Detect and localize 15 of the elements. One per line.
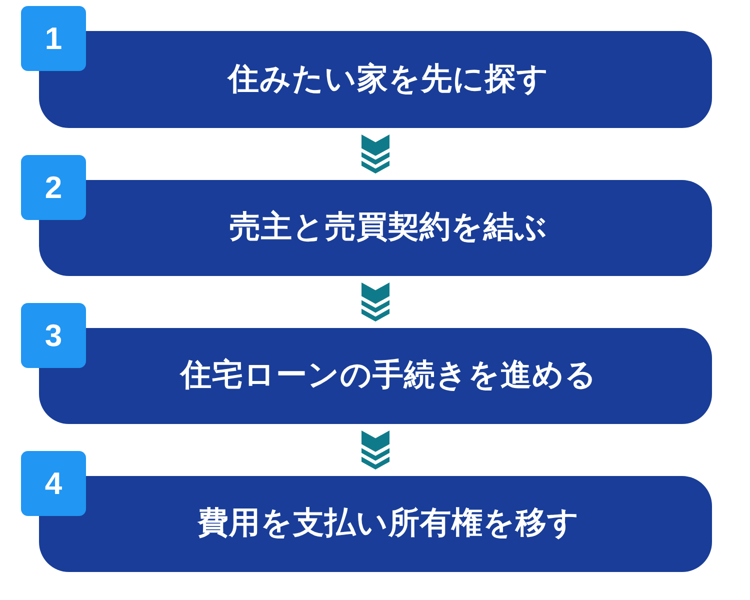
- step-number: 2: [44, 172, 62, 203]
- chevron-arrow: [362, 430, 390, 470]
- chevron-arrow: [362, 134, 390, 174]
- step-title: 住みたい家を先に探す: [228, 60, 549, 98]
- number-badge: [21, 451, 86, 516]
- step-number: 1: [44, 23, 62, 54]
- number-badge: [21, 155, 86, 220]
- number-badge: [21, 6, 86, 71]
- step-number: 4: [44, 468, 62, 499]
- number-badge: [21, 303, 86, 368]
- step-number: 3: [44, 320, 62, 351]
- step-title: 売主と売買契約を結ぶ: [230, 209, 548, 247]
- step-title: 費用を支払い所有権を移す: [198, 505, 580, 543]
- step-title: 住宅ローンの手続きを進める: [180, 357, 597, 395]
- chevron-arrow: [362, 282, 390, 322]
